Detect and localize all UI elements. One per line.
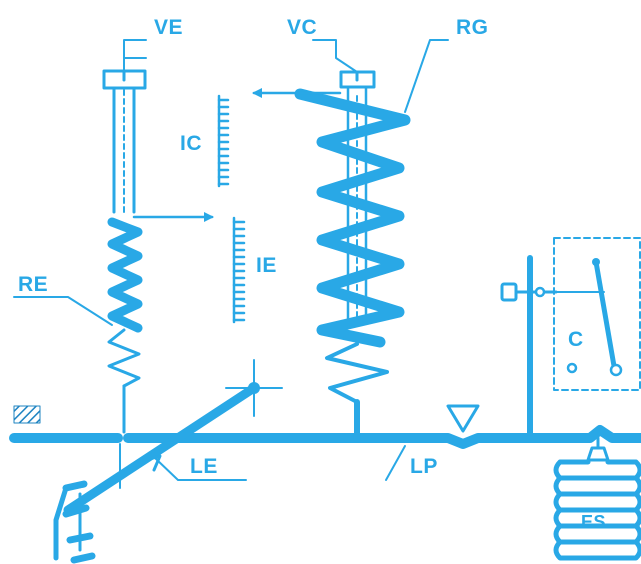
label-es: ES — [581, 512, 606, 532]
damper-clamp — [53, 480, 96, 564]
knife-edge-pivot — [446, 404, 480, 433]
main-lever-bar — [9, 425, 641, 449]
label-c: C — [568, 328, 584, 351]
label-ie: IE — [256, 254, 277, 277]
fixed-support-hatch — [13, 405, 41, 424]
scale-ic — [217, 94, 230, 188]
label-le: LE — [190, 455, 218, 478]
label-rg: RG — [456, 16, 489, 39]
contact-post — [500, 255, 605, 437]
label-ic: IC — [180, 132, 202, 155]
spring-rg — [294, 88, 411, 437]
contact-box-c — [553, 237, 641, 391]
labels: VE VC RG IC IE RE C LE LP ES — [18, 16, 606, 532]
label-vc: VC — [287, 16, 317, 39]
bellows-es — [553, 436, 641, 561]
spring-re — [107, 217, 143, 489]
label-ve: VE — [154, 16, 183, 39]
leader-lines — [13, 39, 449, 481]
lever-le — [63, 359, 283, 515]
scale-ie — [232, 216, 246, 324]
adjusting-screw-ve — [102, 69, 147, 214]
bar-pivot-dot — [353, 434, 361, 442]
label-lp: LP — [410, 455, 438, 478]
label-re: RE — [18, 273, 48, 296]
